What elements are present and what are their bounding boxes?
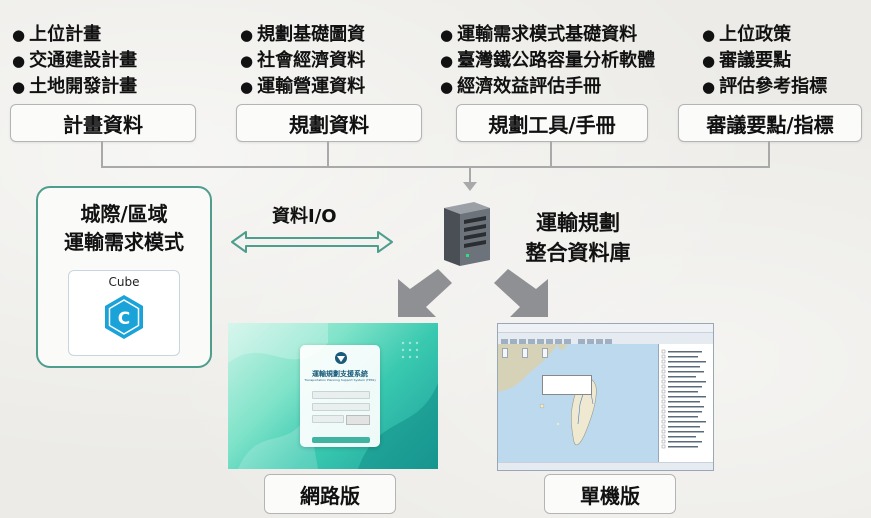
gis-toolbar-buttons — [501, 339, 612, 346]
connector-drop-line — [469, 166, 471, 184]
connector-line — [550, 141, 552, 167]
arrow-to-web-icon — [398, 269, 452, 317]
database-label-line2: 整合資料庫 — [525, 241, 631, 265]
bullet-list-planning-data: 規劃基礎圖資 社會經濟資料 運輸營運資料 — [240, 22, 365, 100]
login-button[interactable] — [312, 437, 370, 443]
bidirectional-arrow-icon — [231, 231, 393, 253]
bullet-list-review: 上位政策 審議要點 評估參考指標 — [702, 22, 827, 100]
bullet-item: 審議要點 — [702, 48, 827, 74]
gis-map-canvas[interactable] — [498, 344, 658, 462]
login-panel: 運輸規劃支援系統 Transportation Planning Support… — [300, 345, 380, 447]
cube-label: Cube — [108, 275, 140, 289]
bullet-item: 上位政策 — [702, 22, 827, 48]
bullet-item: 上位計畫 — [12, 22, 137, 48]
connector-line — [768, 141, 770, 167]
model-title-line1: 城際/區域 — [80, 202, 168, 226]
bullet-item: 臺灣鐵公路容量分析軟體 — [440, 48, 655, 74]
model-title: 城際/區域 運輸需求模式 — [38, 200, 210, 256]
cube-logo-letter: C — [118, 309, 130, 329]
travel-demand-model-box: 城際/區域 運輸需求模式 Cube C — [36, 186, 212, 368]
gis-context-popup — [542, 375, 592, 395]
captcha-image — [346, 415, 370, 425]
cube-software-card: Cube C — [68, 270, 180, 356]
database-server-icon — [444, 202, 490, 266]
gis-status-bar — [498, 462, 713, 470]
password-field[interactable] — [312, 403, 370, 411]
bullet-item: 交通建設計畫 — [12, 48, 137, 74]
bullet-list-plans: 上位計畫 交通建設計畫 土地開發計畫 — [12, 22, 137, 100]
database-label: 運輸規劃 整合資料庫 — [508, 208, 648, 268]
bullet-item: 規劃基礎圖資 — [240, 22, 365, 48]
bullet-item: 社會經濟資料 — [240, 48, 365, 74]
category-box-plans: 計畫資料 — [10, 104, 196, 142]
gis-layer-list — [661, 349, 706, 449]
system-logo-icon — [335, 352, 347, 364]
category-box-tools: 規劃工具/手冊 — [456, 104, 648, 142]
bullet-item: 運輸需求模式基礎資料 — [440, 22, 655, 48]
taiwan-map — [498, 344, 597, 446]
web-version-label: 網路版 — [264, 474, 396, 514]
username-field[interactable] — [312, 391, 370, 399]
connector-line — [327, 141, 329, 167]
bullet-item: 運輸營運資料 — [240, 74, 365, 100]
connector-line — [101, 141, 103, 167]
login-title: 運輸規劃支援系統 — [312, 370, 368, 378]
login-subtitle: Transportation Planning Support System (… — [304, 378, 376, 382]
gis-layer-legend-panel[interactable] — [658, 344, 713, 462]
bullet-item: 評估參考指標 — [702, 74, 827, 100]
web-version-screenshot: 運輸規劃支援系統 Transportation Planning Support… — [228, 323, 438, 469]
desktop-version-label: 單機版 — [544, 474, 676, 514]
gis-layer-tab[interactable] — [542, 348, 548, 358]
category-box-review: 審議要點/指標 — [678, 104, 862, 142]
cube-logo-icon: C — [105, 295, 143, 339]
gis-layer-tab[interactable] — [522, 348, 528, 358]
desktop-version-screenshot — [497, 323, 714, 471]
connector-arrowhead — [463, 182, 477, 191]
bullet-item: 土地開發計畫 — [12, 74, 137, 100]
connector-bus-line — [101, 166, 770, 168]
arrow-to-desktop-icon — [494, 269, 548, 317]
database-label-line1: 運輸規劃 — [536, 211, 620, 235]
bullet-item: 經濟效益評估手冊 — [440, 74, 655, 100]
gis-layer-tab[interactable] — [502, 348, 508, 358]
model-title-line2: 運輸需求模式 — [64, 230, 184, 254]
captcha-field[interactable] — [312, 415, 344, 423]
category-box-planning-data: 規劃資料 — [236, 104, 422, 142]
bullet-list-tools: 運輸需求模式基礎資料 臺灣鐵公路容量分析軟體 經濟效益評估手冊 — [440, 22, 655, 100]
gis-menubar — [498, 324, 713, 333]
data-io-label: 資料I/O — [272, 206, 337, 227]
